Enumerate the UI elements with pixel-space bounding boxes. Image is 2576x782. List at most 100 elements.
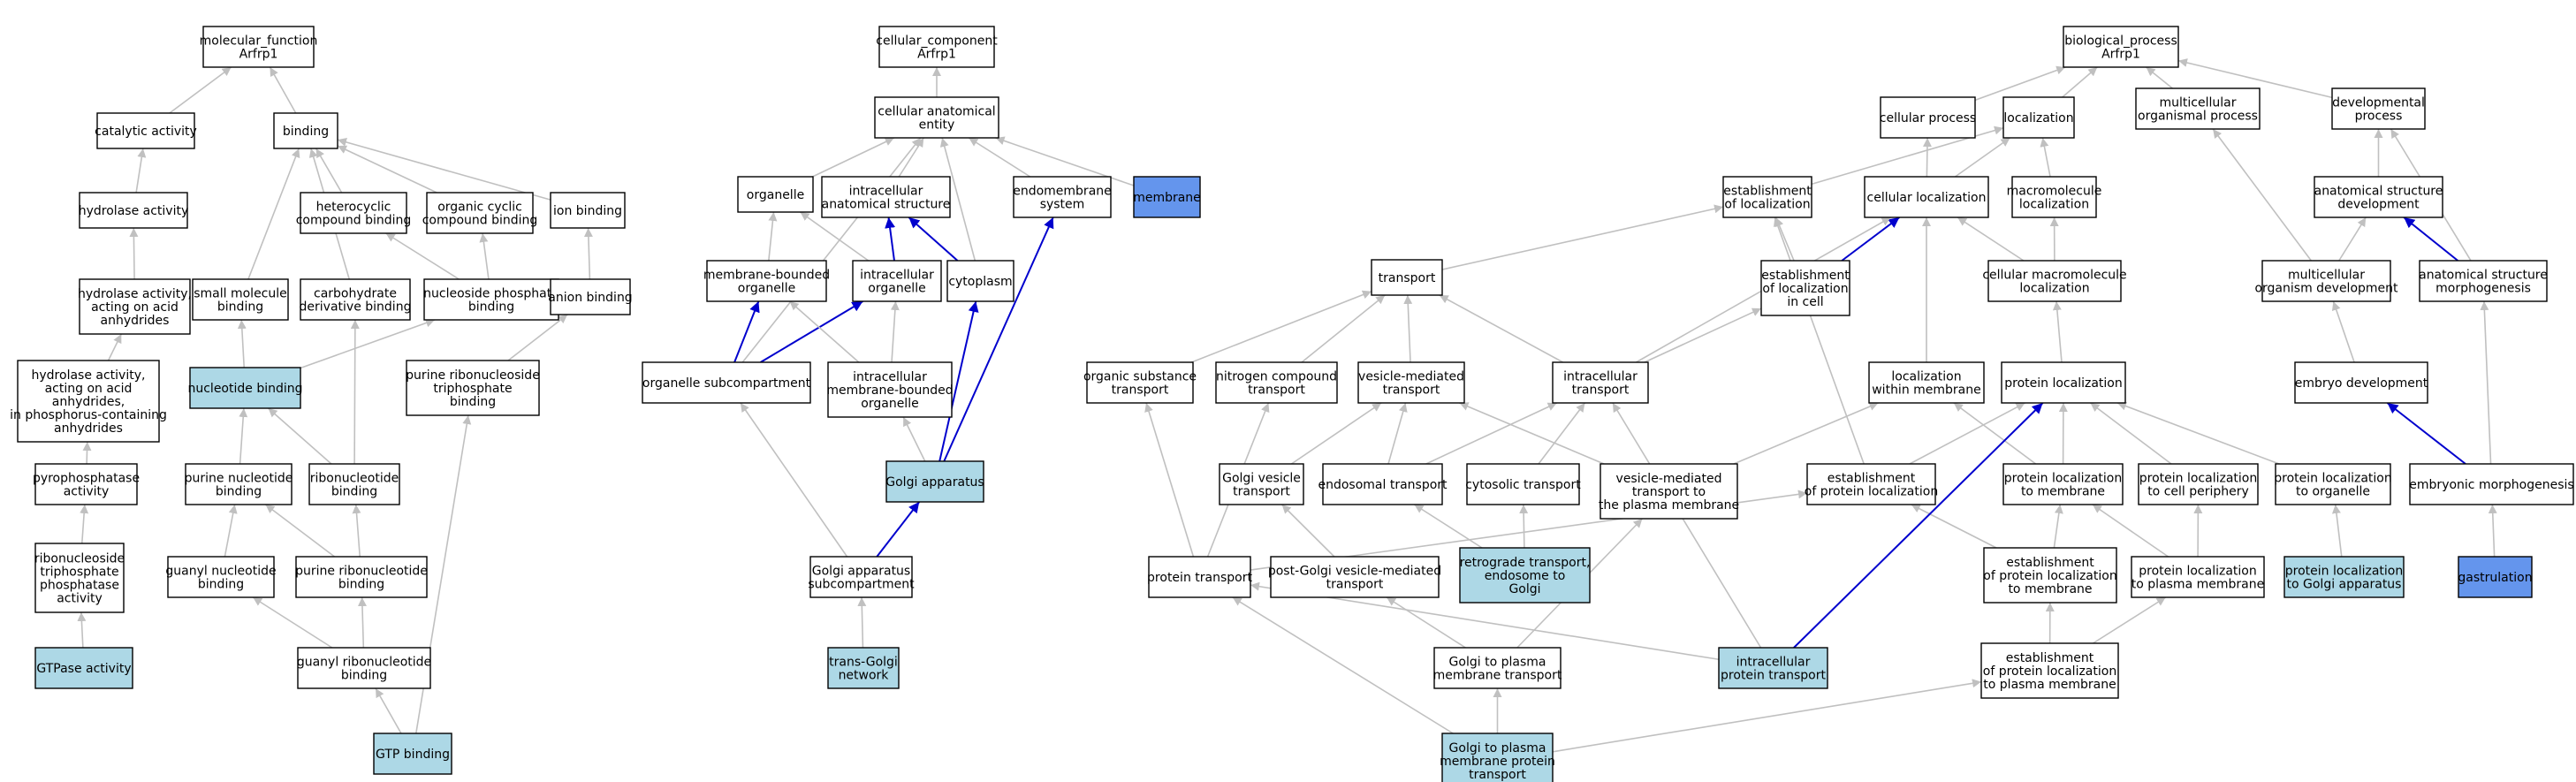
node-binding[interactable]: binding [273,112,338,149]
node-label-line: ion binding [553,204,622,218]
node-box [1148,556,1251,598]
node-endotrans[interactable]: endosomal transport [1318,463,1448,505]
node-label-line: entity [919,118,955,133]
node-box [34,647,133,689]
node-gtpbinding[interactable]: GTP binding [373,733,452,775]
node-ntpase[interactable]: ribonucleosidetriphosphatephosphataseact… [34,543,125,613]
node-box [167,556,275,598]
node-catalytic[interactable]: catalytic activity [95,112,197,149]
node-embmorph[interactable]: embryonic morphogenesis [2409,463,2574,505]
node-label-line: of localization [1762,282,1848,296]
edge-embdev-to-multidev [2331,300,2355,363]
node-label-line: purine nucleotide [185,472,293,486]
node-nucbinding[interactable]: nucleotide binding [187,367,303,409]
node-hyd_phos[interactable]: hydrolase activity,acting on acidanhydri… [10,360,167,443]
node-label-line: binding [216,485,262,499]
node-anion[interactable]: anion binding [548,278,633,315]
edge-gtpase-to-ntpase [77,611,87,649]
node-protloc[interactable]: protein localization [2001,361,2126,404]
node-gastrulation[interactable]: gastrulation [2458,556,2533,598]
node-organelle[interactable]: organelle [737,176,814,213]
node-cytoplasm[interactable]: cytoplasm [946,260,1014,302]
edge-nucphos-to-orgcyclic [479,232,490,280]
node-box [373,733,452,775]
node-label-line: transport [1326,578,1384,592]
node-cellloc[interactable]: cellular localization [1864,176,1989,218]
edge-golgipmprot-to-prottrans [1232,596,1454,734]
node-hydrolase[interactable]: hydrolase activity [79,192,189,229]
node-membrane[interactable]: membrane [1133,176,1201,218]
node-transport[interactable]: transport [1371,259,1443,296]
node-ionbinding[interactable]: ion binding [550,192,626,229]
node-cellproc[interactable]: cellular process [1880,96,1976,139]
edge-nitrotrans-to-transport [1301,294,1386,363]
node-orgsub[interactable]: organelle subcompartment [642,361,811,404]
node-box [821,176,951,218]
edge-intraprot-to-protloc [1793,402,2044,649]
node-golgi[interactable]: Golgi apparatus [885,460,984,503]
node-gtpase[interactable]: GTPase activity [34,647,133,689]
node-label-line: catalytic activity [95,125,197,139]
node-embdev[interactable]: embryo development [2294,361,2428,404]
edge-guanylnuc-to-purnuc [224,504,238,558]
node-localization[interactable]: localization [2002,96,2075,139]
node-box [189,367,301,409]
node-prottrans[interactable]: protein transport [1147,556,1252,598]
node-hyd_acid[interactable]: hydrolase activity,acting on acidanhydri… [78,278,192,335]
node-cytotrans[interactable]: cytosolic transport [1465,463,1581,505]
